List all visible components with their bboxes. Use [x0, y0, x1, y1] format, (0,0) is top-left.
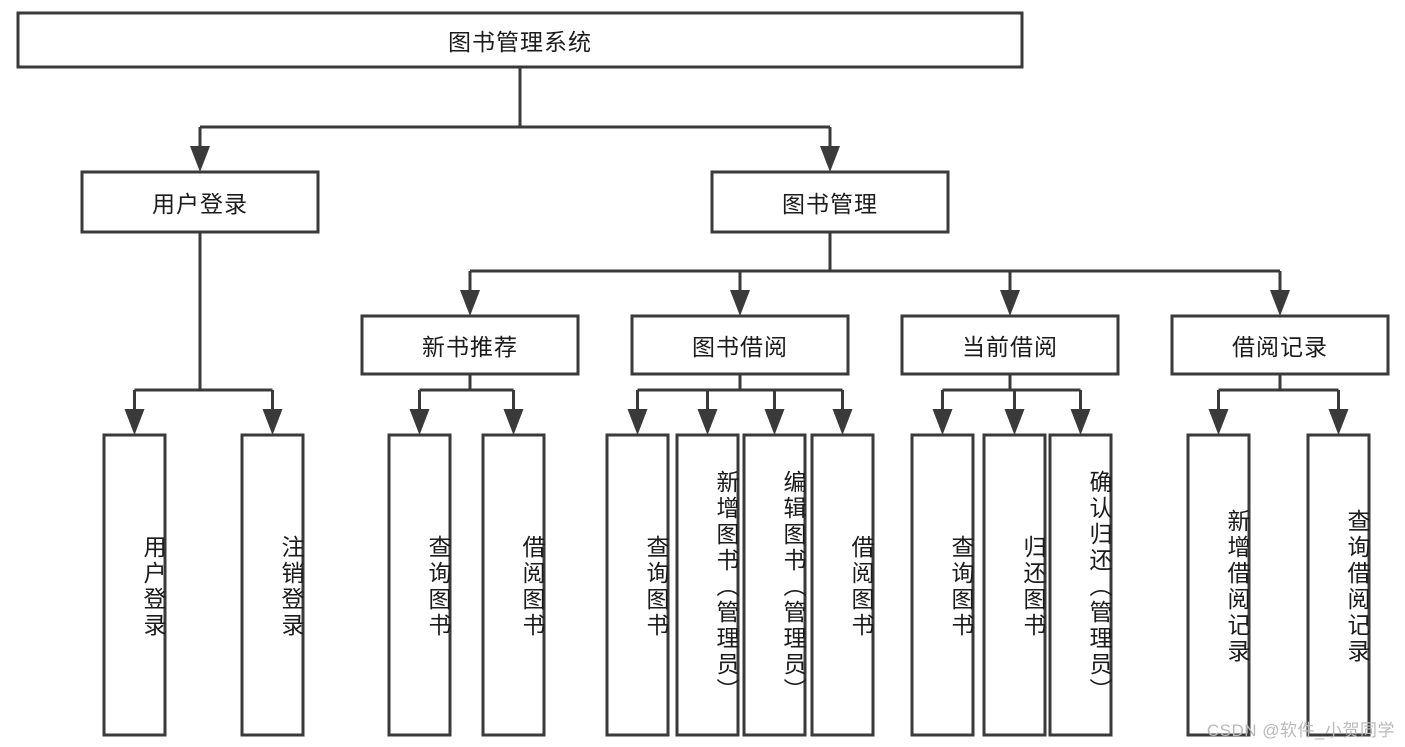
- node-layer: [16, 11, 1390, 737]
- arrow-head-icon: [409, 409, 430, 435]
- arrow-head-icon: [932, 409, 953, 435]
- arrow-head-icon: [124, 409, 145, 435]
- arrow-head-icon: [627, 409, 648, 435]
- arrow-head-icon: [460, 290, 480, 316]
- node-box-l4_12[interactable]: [1306, 433, 1371, 737]
- connector-group-l3_0: [409, 374, 524, 435]
- node-box-l4_9[interactable]: [982, 433, 1047, 737]
- arrow-head-icon: [1328, 409, 1349, 435]
- node-box-l4_6[interactable]: [742, 433, 807, 737]
- connector-group-l3_2: [932, 374, 1091, 435]
- node-box-l3_1[interactable]: [630, 314, 850, 376]
- node-box-l4_0[interactable]: [102, 433, 167, 737]
- node-box-l4_4[interactable]: [605, 433, 670, 737]
- connector-layer: [124, 67, 1349, 435]
- arrow-head-icon: [832, 409, 853, 435]
- arrow-head-icon: [764, 409, 785, 435]
- node-box-l4_7[interactable]: [810, 433, 875, 737]
- arrow-head-icon: [697, 409, 718, 435]
- arrow-head-icon: [262, 409, 283, 435]
- node-box-l4_10[interactable]: [1048, 433, 1113, 737]
- node-box-l3_3[interactable]: [1170, 314, 1390, 376]
- connector-group-root: [190, 67, 840, 172]
- node-box-l4_8[interactable]: [910, 433, 975, 737]
- node-box-l4_3[interactable]: [481, 433, 546, 737]
- arrow-head-icon: [1004, 409, 1025, 435]
- node-box-l4_5[interactable]: [675, 433, 740, 737]
- arrow-head-icon: [190, 146, 210, 172]
- arrow-head-icon: [1208, 409, 1229, 435]
- arrow-head-icon: [503, 409, 524, 435]
- node-box-l4_2[interactable]: [387, 433, 452, 737]
- node-box-l2_0[interactable]: [80, 170, 320, 234]
- connector-group-l3_3: [1208, 374, 1349, 435]
- arrow-head-icon: [1270, 290, 1290, 316]
- node-box-l3_0[interactable]: [360, 314, 580, 376]
- connector-group-l2_0: [124, 232, 283, 435]
- connector-group-l3_1: [627, 374, 853, 435]
- arrow-head-icon: [1070, 409, 1091, 435]
- arrow-head-icon: [820, 146, 840, 172]
- node-box-l4_1[interactable]: [240, 433, 305, 737]
- arrow-head-icon: [1000, 290, 1020, 316]
- node-box-root[interactable]: [16, 11, 1024, 69]
- node-box-l2_1[interactable]: [710, 170, 950, 234]
- connector-group-l2_1: [460, 232, 1290, 316]
- node-box-l4_11[interactable]: [1186, 433, 1251, 737]
- node-box-l3_2[interactable]: [900, 314, 1120, 376]
- arrow-head-icon: [730, 290, 750, 316]
